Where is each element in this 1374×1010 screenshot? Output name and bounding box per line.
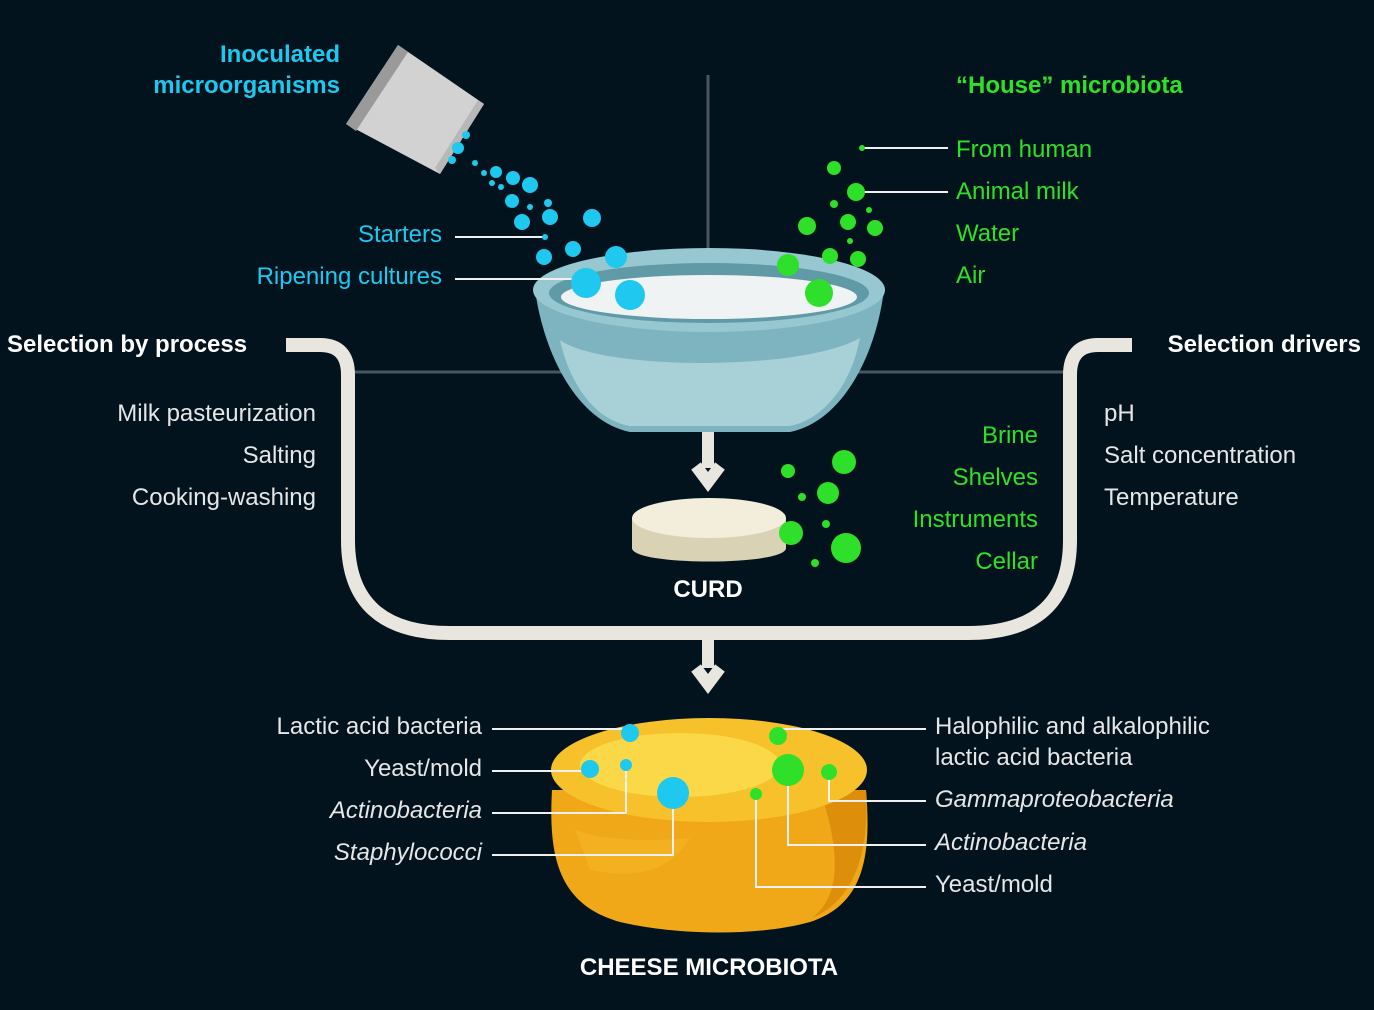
selection-drivers-flow-line [708, 338, 1132, 640]
cheese-label-halophilic-line2: lactic acid bacteria [935, 744, 1133, 771]
process-item-cooking-washing: Cooking-washing [131, 484, 316, 511]
house-microbiota-title: “House” microbiota [956, 72, 1183, 99]
milk-bowl-icon [533, 248, 885, 432]
starters-label: Starters [357, 221, 442, 248]
source-air: Air [956, 262, 986, 289]
driver-salt-concentration: Salt concentration [1104, 442, 1297, 469]
source-water: Water [956, 220, 1020, 247]
connector-lines [455, 147, 948, 888]
cheese-label-yeast-mold-right: Yeast/mold [935, 871, 1053, 898]
cheese-label-staphylococci: Staphylococci [333, 839, 482, 866]
source-from-human: From human [956, 136, 1093, 163]
cheese-microbiota-title: CHEESE MICROBIOTA [579, 954, 839, 981]
arrow-to-cheese [691, 633, 725, 694]
inoculated-particles [472, 160, 645, 310]
process-item-salting: Salting [242, 442, 316, 469]
cheese-microbes [581, 724, 837, 809]
curd-label: CURD [673, 576, 743, 603]
inoculated-title-line1: Inoculated [219, 41, 340, 68]
driver-temperature: Temperature [1104, 484, 1239, 511]
process-item-pasteurization: Milk pasteurization [117, 400, 316, 427]
driver-ph: pH [1104, 400, 1135, 427]
env-instruments: Instruments [912, 506, 1038, 533]
cheese-label-yeast-mold-left: Yeast/mold [364, 755, 482, 782]
cheese-label-lactic-acid-bacteria: Lactic acid bacteria [276, 713, 482, 740]
env-brine: Brine [981, 422, 1038, 449]
env-cellar: Cellar [975, 548, 1038, 575]
env-shelves: Shelves [952, 464, 1038, 491]
cheese-label-halophilic-line1: Halophilic and alkalophilic [935, 713, 1210, 740]
selection-drivers-title: Selection drivers [1167, 331, 1361, 358]
cheese-label-gammaproteobacteria: Gammaproteobacteria [935, 786, 1174, 813]
cheese-label-actinobacteria-left: Actinobacteria [329, 797, 482, 824]
cheese-wheel-icon [551, 718, 868, 933]
curd-icon [632, 498, 786, 562]
cheese-label-actinobacteria-right: Actinobacteria [935, 829, 1088, 856]
source-animal-milk: Animal milk [956, 178, 1079, 205]
inoculation-packet-icon [346, 45, 484, 174]
selection-process-title: Selection by process [7, 331, 248, 358]
selection-process-flow-line [286, 338, 708, 640]
ripening-cultures-label: Ripening cultures [256, 263, 442, 290]
inoculated-title-line2: microorganisms [153, 72, 340, 99]
arrow-to-curd [691, 424, 725, 492]
house-particles [777, 145, 883, 567]
